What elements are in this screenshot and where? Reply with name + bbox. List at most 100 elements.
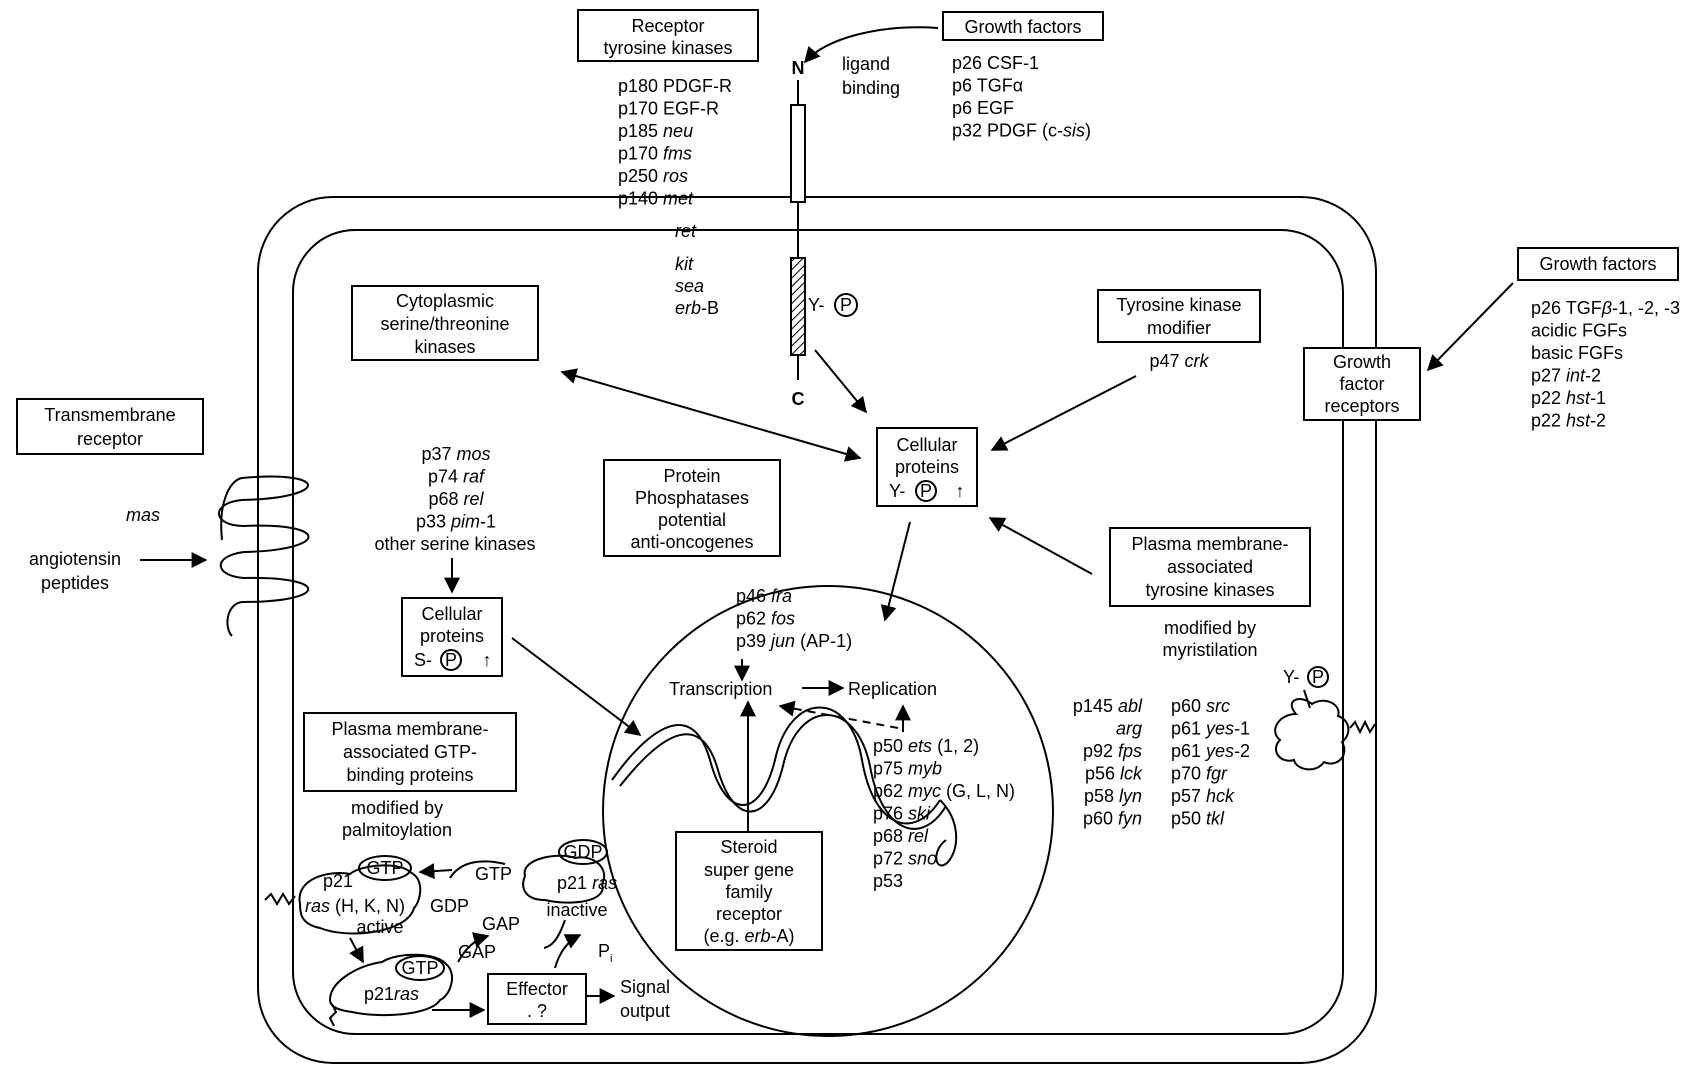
pi-curve-arrow	[555, 935, 580, 968]
ap1-item: p62 fos	[736, 609, 795, 629]
steroid-2: super gene	[704, 860, 794, 880]
tk-left-item: p92 fps	[1083, 741, 1142, 761]
rtk-item: p185 neu	[618, 121, 693, 141]
tk-right-item: p50 tkl	[1171, 809, 1225, 829]
pm-tk-mod-1: modified by	[1164, 618, 1256, 638]
cell-prot-center-1: Cellular	[896, 435, 957, 455]
gf-right-item: p27 int-2	[1531, 366, 1601, 386]
up-arrow-icon: ↑	[956, 481, 965, 501]
gap-label-bottom: GAP	[458, 942, 496, 962]
gf-right-arrow	[1428, 283, 1513, 370]
gtp-in-label: GTP	[475, 864, 512, 884]
rtk-title-2: tyrosine kinases	[603, 38, 732, 58]
gf-top-list: p26 CSF-1p6 TGFαp6 EGFp32 PDGF (c-sis)	[952, 53, 1091, 141]
myristylated-kinase-icon	[1275, 699, 1348, 769]
gtp-title-3: binding proteins	[346, 765, 473, 785]
gf-right-item: acidic FGFs	[1531, 321, 1627, 341]
rtk-item: p140 met	[618, 189, 694, 209]
rtk-item: p250 ros	[618, 166, 688, 186]
gf-right-item: basic FGFs	[1531, 343, 1623, 363]
cyto-kinases-1: Cytoplasmic	[396, 291, 494, 311]
nuclear-oncogene-item: p76 ski	[873, 804, 931, 824]
tk-right-item: p61 yes-2	[1171, 741, 1250, 761]
modifier-to-cellprot-arrow	[992, 376, 1136, 450]
ligand-binding-2: binding	[842, 78, 900, 98]
gfr-3: receptors	[1324, 396, 1399, 416]
gf-top-item: p26 CSF-1	[952, 53, 1039, 73]
tk-left-item: p56 lck	[1085, 764, 1143, 784]
steroid-4: receptor	[716, 904, 782, 924]
receptor-to-cellprot-arrow	[815, 350, 866, 412]
myr-y-label: Y-	[1283, 667, 1299, 687]
nuclear-oncogene-item: p72 sno	[873, 849, 937, 869]
steroid-eg: (e.g. erb-A)	[703, 926, 794, 946]
cell-prot-center-p: P	[920, 481, 932, 501]
gdp-out-label: GDP	[430, 896, 469, 916]
tk-right-item: p60 src	[1171, 696, 1230, 716]
up-arrow-icon: ↑	[483, 650, 492, 670]
inactive-to-effector	[544, 920, 565, 948]
p21-inactive: p21 ras	[557, 873, 617, 893]
ap1-item: p46 fra	[736, 586, 792, 606]
gtp-mod-1: modified by	[351, 798, 443, 818]
replication-label: Replication	[848, 679, 937, 699]
p21-effector: p21ras	[364, 984, 419, 1004]
gtp-title-2: associated GTP-	[343, 742, 477, 762]
dna-strand-3	[936, 800, 956, 865]
nuclear-oncogene-item: p62 myc (G, L, N)	[873, 781, 1015, 801]
gtp-effector-label: GTP	[401, 958, 438, 978]
rtk-item: p180 PDGF-R	[618, 76, 732, 96]
pm-tk-3: tyrosine kinases	[1145, 580, 1274, 600]
serine-kinase-list: p37 mosp74 rafp68 relp33 pim-1	[416, 444, 496, 532]
transmembrane-2: receptor	[77, 429, 143, 449]
ras-active: ras (H, K, N)	[305, 896, 405, 916]
angiotensin-2: peptides	[41, 573, 109, 593]
rtk-item: p170 fms	[618, 144, 692, 164]
inactive-label: inactive	[546, 900, 607, 920]
rtk-inside-item: sea	[675, 276, 704, 296]
p21-active: p21	[323, 871, 353, 891]
nuclear-oncogene-item: p53	[873, 871, 903, 891]
steroid-3: family	[725, 882, 772, 902]
transmembrane-1: Transmembrane	[44, 405, 175, 425]
pmtk-to-cellprot-arrow	[990, 518, 1092, 574]
tk-right-item: p61 yes-1	[1171, 719, 1250, 739]
tk-right-item: p57 hck	[1171, 786, 1235, 806]
phosphatases-1: Protein	[663, 466, 720, 486]
cyto-kinases-2: serine/threonine	[380, 314, 509, 334]
ap1-list: p46 fra p62 fosp39 jun (AP-1)	[736, 586, 852, 651]
cell-prot-center-y: Y-	[889, 481, 905, 501]
seven-tm-receptor-icon	[219, 477, 309, 636]
tk-left-item: p58 lyn	[1084, 786, 1142, 806]
transcription-label: Transcription	[669, 679, 772, 699]
ligand-binding-1: ligand	[842, 54, 890, 74]
cell-prot-left-2: proteins	[420, 626, 484, 646]
ap1-item: p39 jun (AP-1)	[736, 631, 852, 651]
gtp-active-label: GTP	[366, 858, 403, 878]
signal-2: output	[620, 1001, 670, 1021]
rtk-inside-item: kit	[675, 254, 694, 274]
active-label: active	[356, 917, 403, 937]
gf-top-item: p32 PDGF (c-sis)	[952, 121, 1091, 141]
pi-label: Pi	[598, 941, 612, 965]
rtk-title-1: Receptor	[631, 16, 704, 36]
gfr-1: Growth	[1333, 352, 1391, 372]
angiotensin-1: angiotensin	[29, 549, 121, 569]
gf-top-title: Growth factors	[964, 17, 1081, 37]
tk-modifier-1: Tyrosine kinase	[1116, 295, 1241, 315]
active-down-arrow	[350, 938, 363, 962]
pm-tk-1: Plasma membrane-	[1131, 534, 1288, 554]
mas-label: mas	[126, 505, 160, 525]
receptor-p-label: P	[840, 295, 852, 315]
rtk-inside-item: ret	[675, 221, 697, 241]
palmitoyl-tail	[265, 894, 295, 904]
tk-left-item: p145 abl	[1073, 696, 1143, 716]
rtk-inside-item: erb-B	[675, 298, 719, 318]
other-serine-kinases: other serine kinases	[374, 534, 535, 554]
cyto-kinases-3: kinases	[414, 337, 475, 357]
gf-right-list: p26 TGFβ-1, -2, -3acidic FGFsbasic FGFsp…	[1531, 298, 1680, 431]
